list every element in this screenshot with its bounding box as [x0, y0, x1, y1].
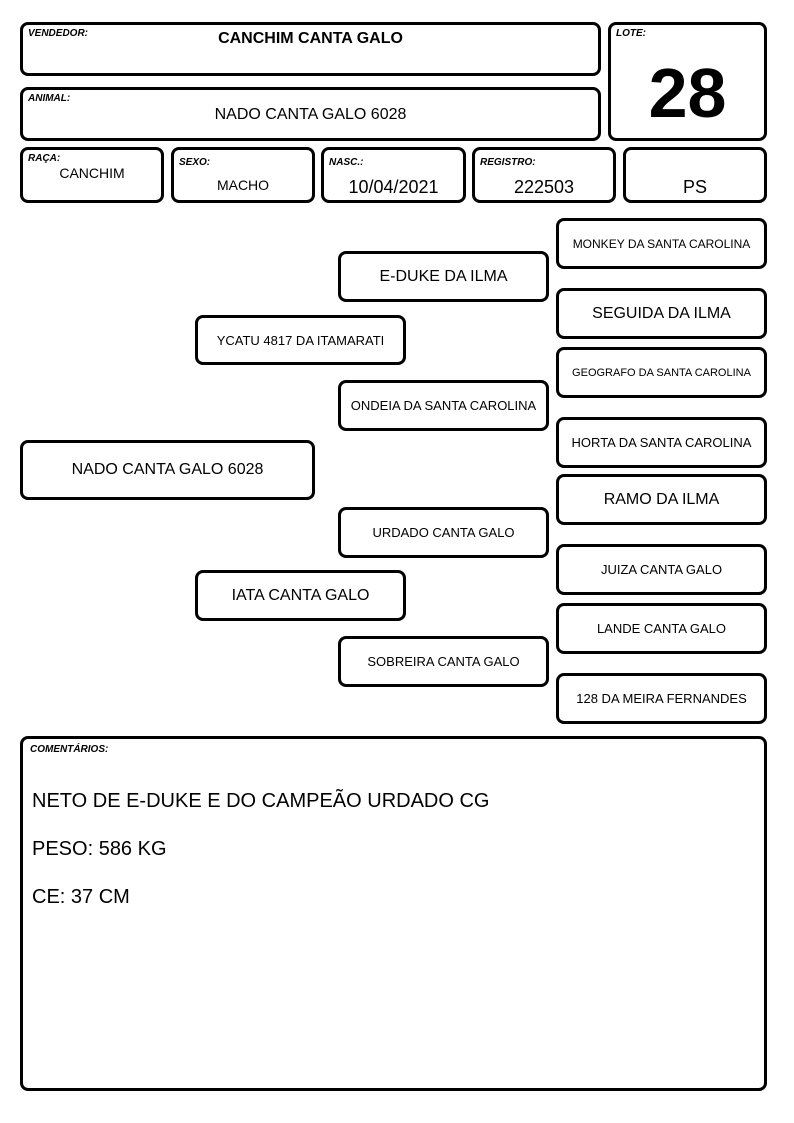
- nasc-value: 10/04/2021: [348, 177, 439, 197]
- vendedor-box: VENDEDOR: CANCHIM CANTA GALO: [20, 22, 601, 76]
- sexo-label: SEXO:: [179, 157, 211, 168]
- animal-label: ANIMAL:: [28, 93, 71, 104]
- pedigree-dam-dam: SOBREIRA CANTA GALO: [338, 636, 549, 687]
- pedigree-ggp-7: LANDE CANTA GALO: [556, 603, 767, 654]
- vendedor-label: VENDEDOR:: [28, 28, 89, 39]
- categoria-value: PS: [682, 177, 707, 197]
- lote-label: LOTE:: [616, 28, 646, 39]
- pedigree-animal: NADO CANTA GALO 6028: [20, 440, 315, 500]
- pedigree-sire-dam: ONDEIA DA SANTA CAROLINA: [338, 380, 549, 431]
- nasc-label: NASC.:: [329, 157, 364, 168]
- sexo-box: SEXO: MACHO: [171, 147, 315, 203]
- categoria-box: PS: [623, 147, 767, 203]
- pedigree-sire: YCATU 4817 DA ITAMARATI: [195, 315, 406, 365]
- pedigree-ggp-3: GEOGRAFO DA SANTA CAROLINA: [556, 347, 767, 398]
- pedigree-dam: IATA CANTA GALO: [195, 570, 406, 621]
- pedigree-ggp-5: RAMO DA ILMA: [556, 474, 767, 525]
- raca-label: RAÇA:: [28, 153, 61, 164]
- registro-box: REGISTRO: 222503: [472, 147, 616, 203]
- comentarios-box: COMENTÁRIOS: NETO DE E-DUKE E DO CAMPEÃO…: [20, 736, 767, 1091]
- pedigree-ggp-2: SEGUIDA DA ILMA: [556, 288, 767, 339]
- sexo-value: MACHO: [216, 177, 270, 193]
- comentarios-text: NETO DE E-DUKE E DO CAMPEÃO URDADO CG PE…: [32, 765, 489, 933]
- animal-box: ANIMAL: NADO CANTA GALO 6028: [20, 87, 601, 141]
- pedigree-dam-sire: URDADO CANTA GALO: [338, 507, 549, 558]
- pedigree-ggp-8: 128 DA MEIRA FERNANDES: [556, 673, 767, 724]
- comentario-line: PESO: 586 KG: [32, 838, 167, 860]
- nasc-box: NASC.: 10/04/2021: [321, 147, 466, 203]
- lote-box: LOTE: 28: [608, 22, 767, 141]
- comentario-line: NETO DE E-DUKE E DO CAMPEÃO URDADO CG: [32, 790, 490, 812]
- pedigree-ggp-4: HORTA DA SANTA CAROLINA: [556, 417, 767, 468]
- registro-value: 222503: [513, 177, 575, 197]
- pedigree-ggp-6: JUIZA CANTA GALO: [556, 544, 767, 595]
- pedigree-ggp-1: MONKEY DA SANTA CAROLINA: [556, 218, 767, 269]
- comentario-line: CE: 37 CM: [32, 886, 130, 908]
- lote-number: 28: [648, 54, 727, 132]
- animal-value: NADO CANTA GALO 6028: [214, 106, 407, 123]
- raca-box: RAÇA: CANCHIM: [20, 147, 164, 203]
- raca-value: CANCHIM: [59, 165, 125, 181]
- registro-label: REGISTRO:: [480, 157, 536, 168]
- comentarios-label: COMENTÁRIOS:: [30, 744, 109, 755]
- pedigree-sire-sire: E-DUKE DA ILMA: [338, 251, 549, 302]
- vendedor-value: CANCHIM CANTA GALO: [218, 30, 403, 47]
